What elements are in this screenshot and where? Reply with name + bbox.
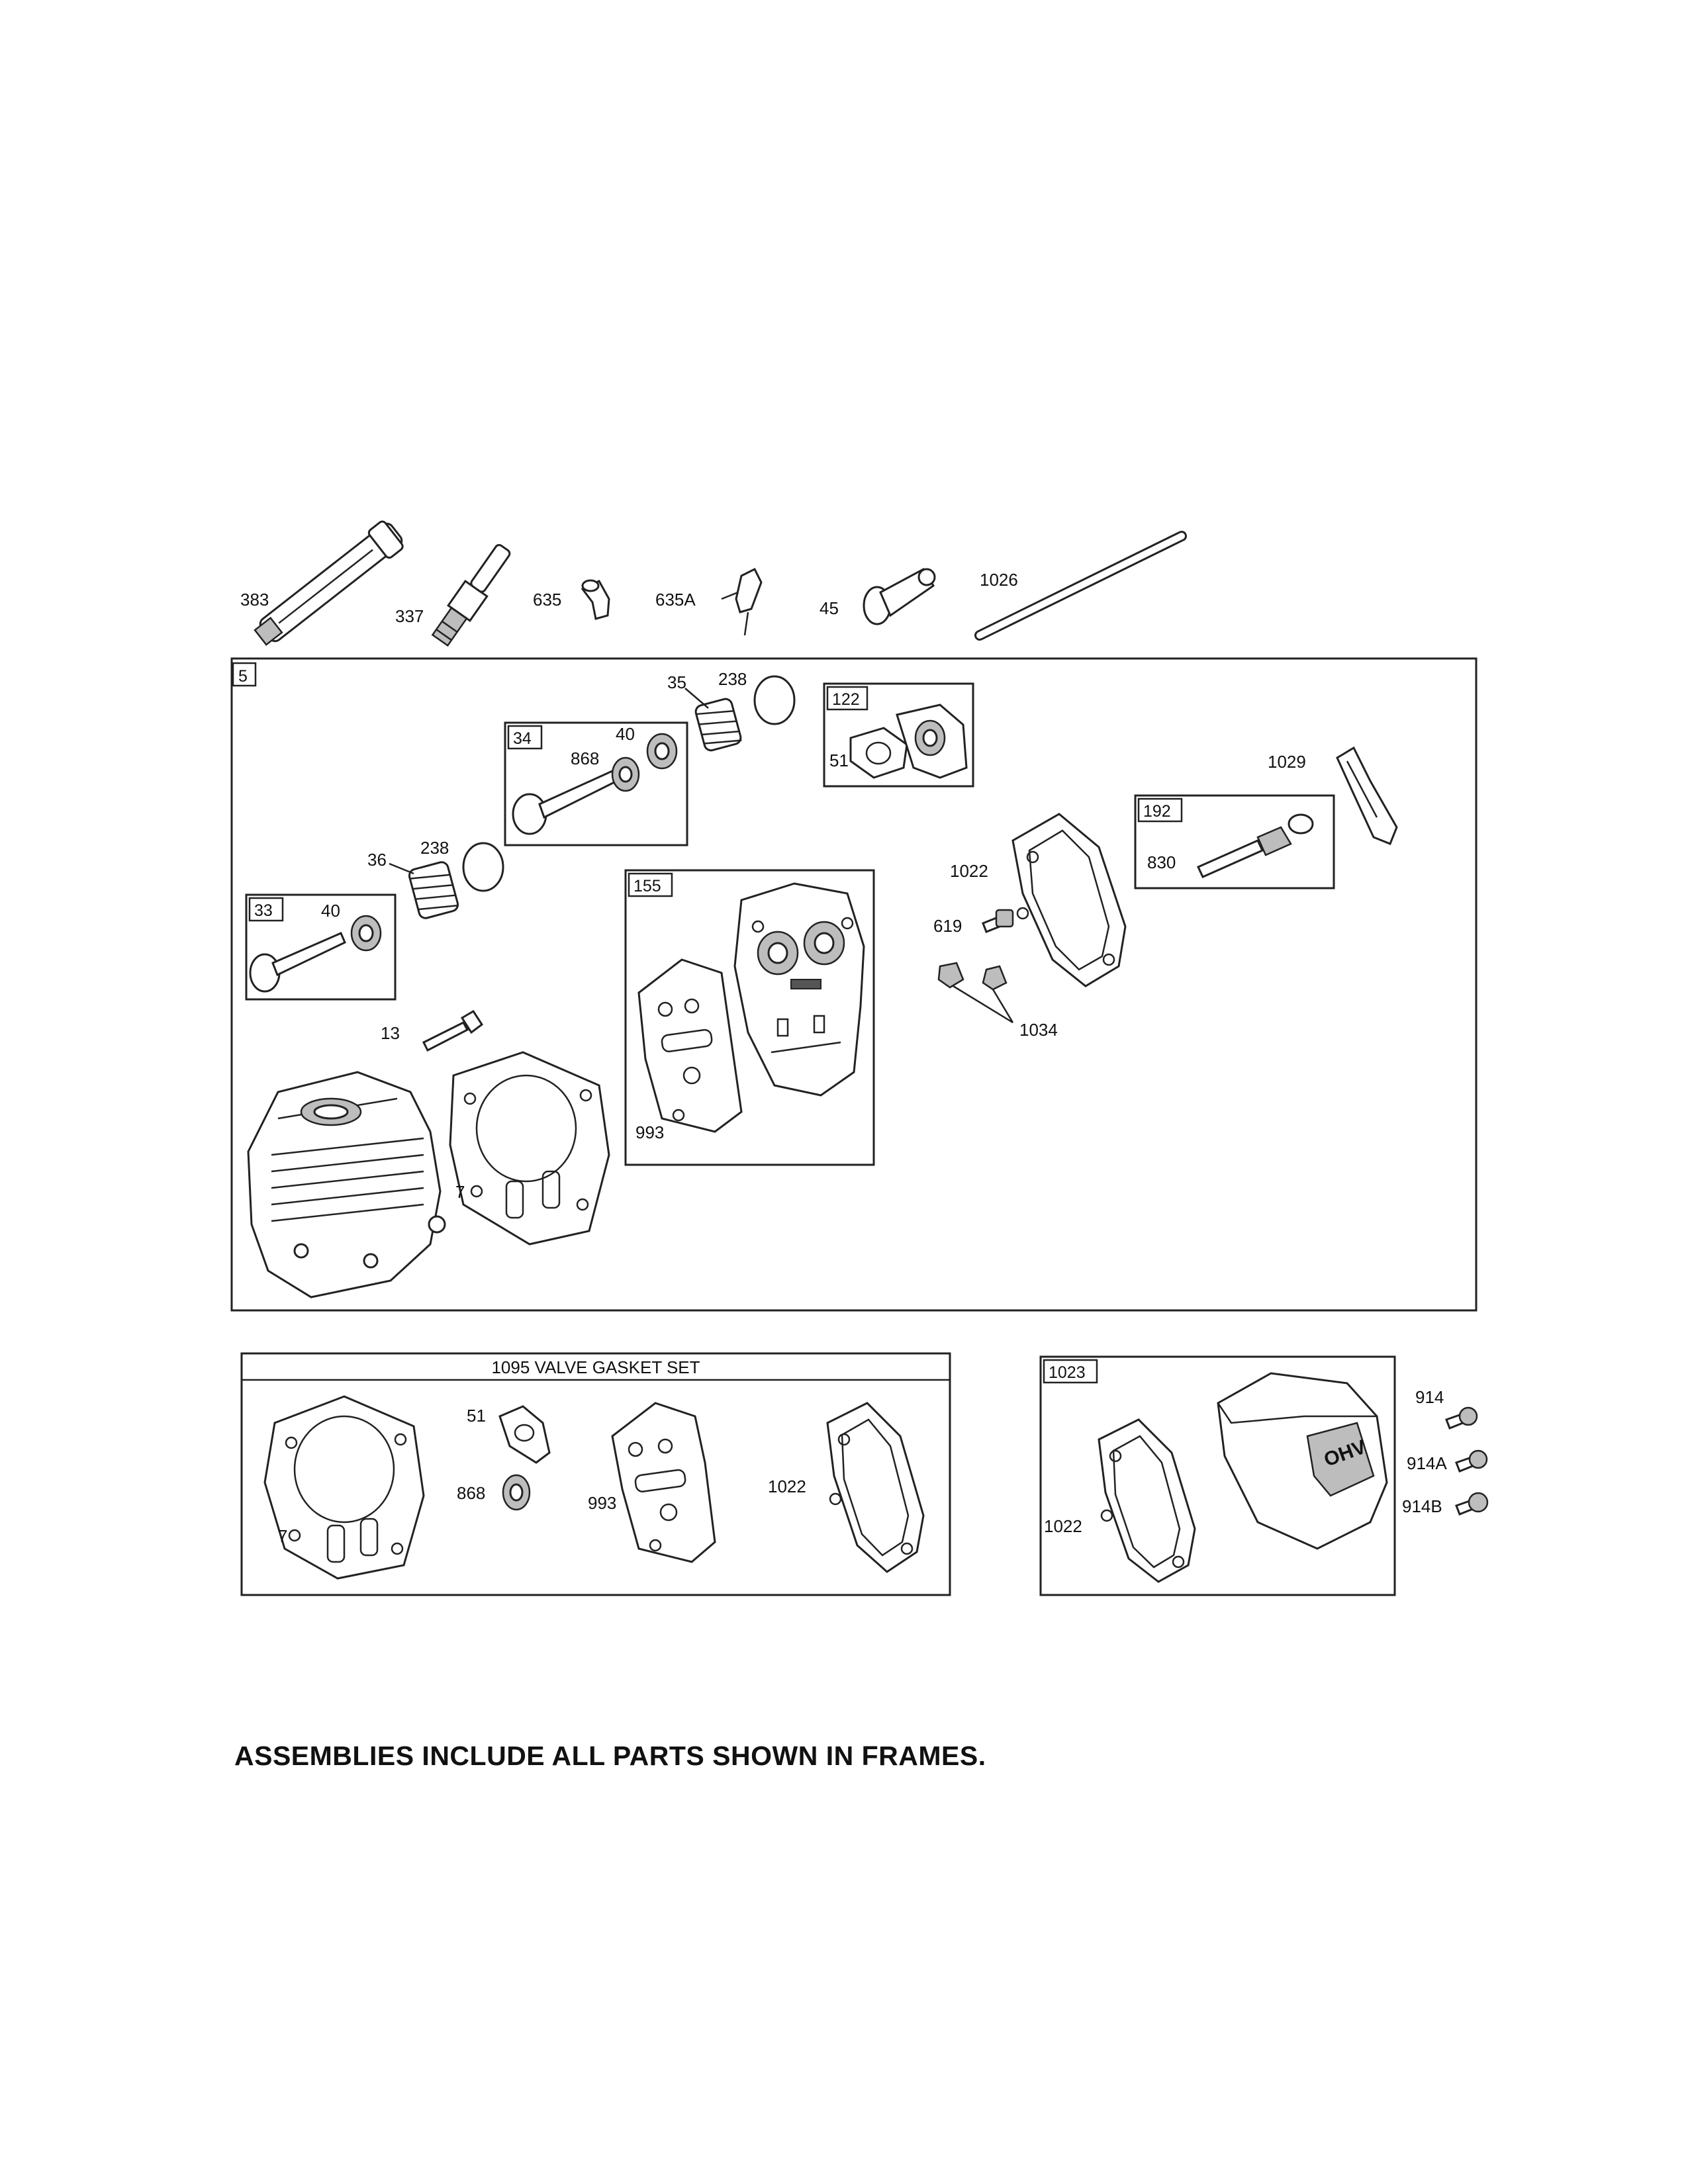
part-993-intake-gasket: [637, 958, 743, 1133]
part-51-gasket: [849, 727, 908, 779]
part-7-head-gasket: [449, 1051, 610, 1246]
frame-33: [245, 893, 397, 1001]
frame-155: [624, 869, 875, 1166]
gasket-set-part-7-head-gasket: [263, 1395, 425, 1580]
gasket-set-label-7: 7: [278, 1526, 287, 1546]
cover-frame-part-1022-gasket: [1098, 1418, 1196, 1583]
part-1023-valve-cover: OHV: [1217, 1372, 1388, 1550]
label-337: 337: [395, 606, 424, 626]
leader-35: [684, 688, 709, 709]
label-830: 830: [1147, 852, 1176, 872]
frame-tag-34: [507, 725, 543, 750]
label-635: 635: [533, 590, 561, 610]
part-cylinder-head: [247, 1071, 446, 1298]
frame-label-33: 33: [254, 901, 273, 920]
part-238-valve-retainer: [753, 675, 796, 725]
gasket-set-part-868-valve-seal: [502, 1474, 531, 1511]
part-1026-push-rod: [974, 531, 1187, 641]
frame-tag-155: [628, 872, 673, 897]
part-238-valve-retainer-2: [462, 842, 504, 892]
label-13: 13: [381, 1023, 400, 1043]
label-7-frame-5: 7: [455, 1182, 465, 1202]
frame-tag-122: [826, 686, 868, 711]
frame-192: [1134, 794, 1335, 889]
part-1022-valve-cover-gasket: [1011, 813, 1127, 987]
part-619-screw: [982, 909, 1014, 933]
part-36-valve-spring: [408, 861, 459, 919]
frame-label-155: 155: [633, 877, 661, 895]
part-35-valve-spring: [694, 698, 742, 752]
part-914-screw: [1445, 1406, 1478, 1430]
label-914b: 914B: [1402, 1496, 1442, 1516]
part-337-spark-plug: [431, 544, 511, 647]
gasket-set-label-51: 51: [467, 1406, 486, 1426]
label-40-frame-34: 40: [616, 724, 635, 744]
label-36: 36: [367, 850, 387, 870]
leader-36: [389, 862, 414, 875]
part-1034-nuts: [937, 962, 1014, 1024]
part-34-intake-valve: [512, 770, 618, 835]
gasket-set-part-51-gasket: [498, 1405, 551, 1464]
part-40-seal-frame-34: [646, 733, 678, 770]
gasket-set-label-1022: 1022: [768, 1477, 806, 1496]
frame-tag-1023: [1043, 1359, 1098, 1384]
frame-1023-valve-cover: [1039, 1355, 1396, 1596]
label-868-frame-34: 868: [571, 749, 599, 768]
frame-tag-5: [232, 662, 257, 687]
part-914a-screw: [1455, 1449, 1488, 1473]
footer-note: ASSEMBLIES INCLUDE ALL PARTS SHOWN IN FR…: [234, 1741, 986, 1771]
part-13-head-bolt: [422, 1009, 484, 1052]
frame-1095-valve-gasket-set: [240, 1352, 951, 1596]
part-rocker-stud-block: [896, 704, 968, 779]
part-40-seal-frame-33: [350, 915, 382, 952]
label-1026: 1026: [980, 570, 1018, 590]
gasket-set-part-993-intake-gasket: [611, 1402, 716, 1563]
label-238-top: 238: [718, 669, 747, 689]
label-51-frame-122: 51: [829, 751, 849, 770]
label-619: 619: [933, 916, 962, 936]
part-635a-spark-plug-boot: [721, 567, 763, 636]
frame-122: [823, 682, 974, 788]
label-914: 914: [1415, 1387, 1444, 1407]
part-914b-screw: [1455, 1492, 1489, 1516]
frame-label-122: 122: [832, 690, 860, 709]
part-155-valve-cover-gasket-plate: [733, 882, 865, 1097]
frame-label-5: 5: [238, 667, 248, 686]
label-35: 35: [667, 672, 686, 692]
label-1029: 1029: [1268, 752, 1306, 772]
label-238-mid: 238: [420, 838, 449, 858]
frame-label-34: 34: [513, 729, 532, 748]
label-383: 383: [240, 590, 269, 610]
part-1029-rocker-arm: [1336, 746, 1398, 845]
gasket-set-part-1022-valve-cover-gasket: [826, 1402, 925, 1573]
label-1034: 1034: [1019, 1020, 1058, 1040]
frame-tag-192: [1137, 797, 1183, 823]
part-33-exhaust-valve: [249, 932, 346, 993]
label-993-frame-155: 993: [635, 1122, 664, 1142]
part-635-spark-plug-boot: [581, 579, 610, 620]
cover-frame-label-1022: 1022: [1044, 1516, 1082, 1536]
frame-label-192: 192: [1143, 802, 1171, 821]
part-45-valve-cap: [863, 568, 936, 625]
frame-label-1023: 1023: [1049, 1363, 1086, 1382]
gasket-set-title: 1095 VALVE GASKET SET: [491, 1357, 700, 1377]
part-830-rocker-stud: [1196, 813, 1314, 878]
part-383-breather-tube: [254, 520, 404, 646]
label-1022-frame-5: 1022: [950, 861, 988, 881]
gasket-set-label-993: 993: [588, 1493, 616, 1513]
label-635a: 635A: [655, 590, 696, 610]
frame-tag-33: [248, 897, 284, 922]
frame-5-cylinder-head-assembly: [230, 657, 1477, 1312]
part-868-valve-seal: [611, 756, 640, 792]
gasket-set-label-868: 868: [457, 1483, 485, 1503]
label-914a: 914A: [1407, 1453, 1447, 1473]
label-45: 45: [820, 598, 839, 618]
frame-34: [504, 721, 688, 846]
label-40-frame-33: 40: [321, 901, 340, 921]
